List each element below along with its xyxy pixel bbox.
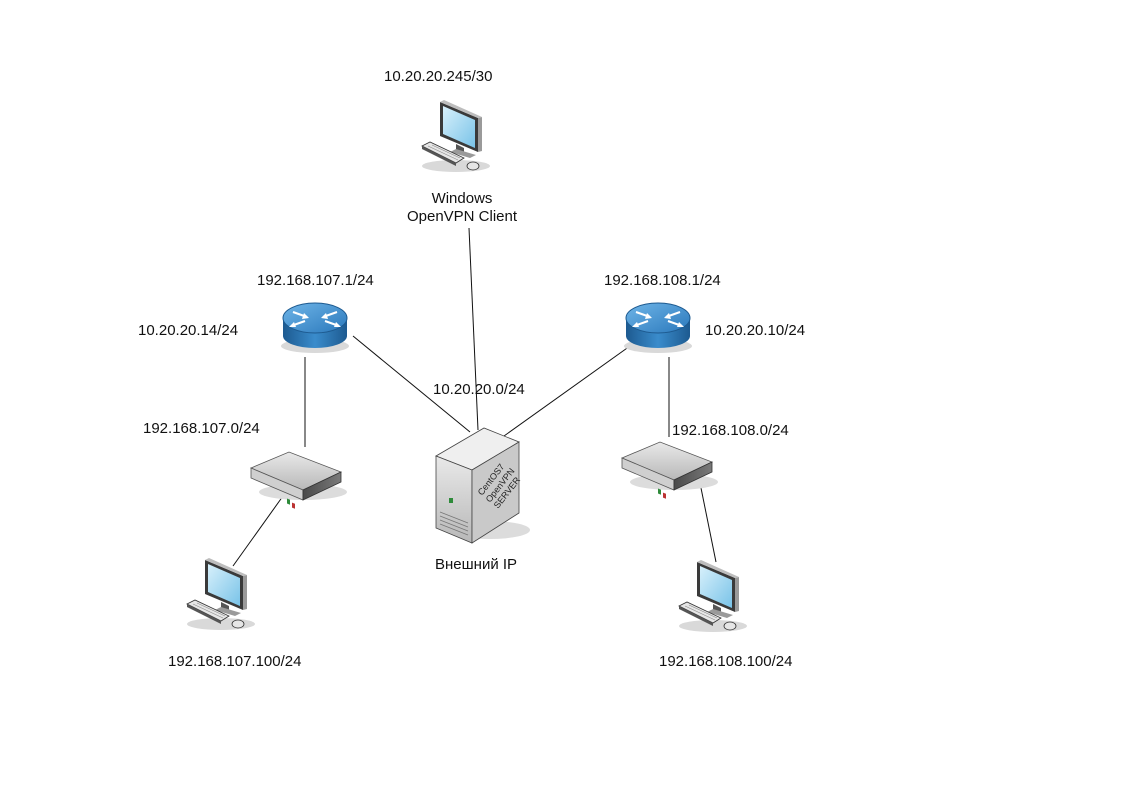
connection-lines — [232, 227, 717, 567]
server-caption: Внешний IP — [435, 556, 518, 573]
router-left-icon — [280, 302, 350, 354]
switch-left-icon — [250, 451, 348, 510]
client-computer-icon — [421, 99, 491, 173]
client-name-label: Windows — [431, 190, 493, 207]
switch-right-network-label: 192.168.108.0/24 — [672, 422, 789, 439]
switch-right-icon — [621, 441, 719, 500]
server-icon: CentOS7 OpenVPN SERVER — [435, 427, 530, 544]
pc-left-ip-label: 192.168.107.100/24 — [168, 653, 302, 670]
router-right-icon — [623, 302, 693, 354]
router-right-wan-ip: 10.20.20.10/24 — [705, 322, 806, 339]
pc-right-ip-label: 192.168.108.100/24 — [659, 653, 793, 670]
link-client-server — [468, 227, 479, 431]
link-switch-right-pc — [700, 487, 717, 563]
client-role-label: OpenVPN Client — [406, 208, 518, 225]
switch-left-network-label: 192.168.107.0/24 — [143, 420, 260, 437]
link-router-left-server — [352, 335, 471, 433]
pc-left-icon — [186, 557, 256, 631]
wan-network-label: 10.20.20.0/24 — [433, 381, 525, 398]
router-left-wan-ip: 10.20.20.14/24 — [138, 322, 239, 339]
link-switch-left-pc — [232, 495, 284, 567]
link-router-right-server — [503, 345, 631, 437]
pc-right-icon — [678, 559, 748, 633]
router-right-lan-ip: 192.168.108.1/24 — [604, 272, 721, 289]
router-left-lan-ip: 192.168.107.1/24 — [257, 272, 374, 289]
client-ip-label: 10.20.20.245/30 — [384, 68, 493, 85]
